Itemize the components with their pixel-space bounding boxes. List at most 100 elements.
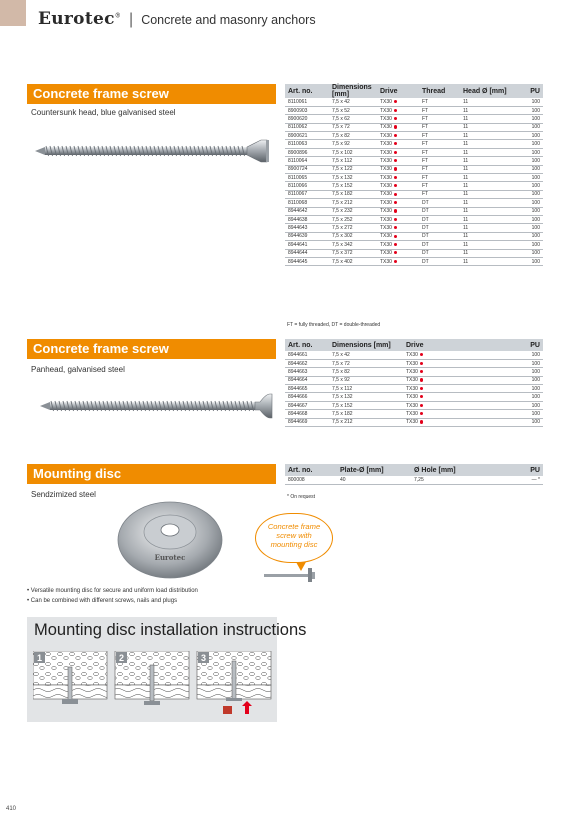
section-subtitle-countersunk: Countersunk head, blue galvanised steel <box>31 108 176 117</box>
table-cell: 7,5 x 212 <box>329 198 377 208</box>
table-cell: 7,5 x 252 <box>329 215 377 225</box>
table-cell: 7,5 x 132 <box>329 392 403 402</box>
table-cell: 7,5 x 92 <box>329 139 377 149</box>
table-cell: 7,5 x 42 <box>329 98 377 107</box>
table-cell: 7,5 x 132 <box>329 173 377 183</box>
table-cell: TX30 <box>403 359 477 369</box>
eurotec-logo: Eurotec® <box>38 9 122 29</box>
table-cell: 7,5 x 152 <box>329 401 403 411</box>
table-cell: DT <box>419 249 460 258</box>
installation-steps-diagram: 1 2 3 <box>33 651 272 714</box>
table-cell: 11 <box>460 198 515 208</box>
col-hole-diameter: Ø Hole [mm] <box>411 464 493 476</box>
countersunk-product-table: Art. no. Dimensions [mm] Drive Thread He… <box>285 84 543 267</box>
table-cell: DT <box>419 257 460 267</box>
table-cell: 8944663 <box>285 367 329 377</box>
table-cell: 100 <box>477 384 543 394</box>
section-subtitle-panhead: Panhead, galvanised steel <box>31 365 125 374</box>
table-cell: 11 <box>460 249 515 258</box>
table-cell: FT <box>419 106 460 116</box>
table-cell: 11 <box>460 257 515 267</box>
drive-indicator-icon <box>393 125 398 129</box>
table-cell: DT <box>419 215 460 225</box>
table-cell: 8944667 <box>285 401 329 411</box>
drive-indicator-icon <box>419 370 424 374</box>
table-cell: 100 <box>515 181 543 191</box>
table-cell: FT <box>419 165 460 175</box>
table-cell: 8944668 <box>285 409 329 419</box>
drive-indicator-icon <box>419 395 424 399</box>
panhead-screw-image <box>40 393 273 419</box>
table-cell: 8900724 <box>285 165 329 175</box>
table-cell: 100 <box>477 392 543 402</box>
table-cell: 11 <box>460 139 515 149</box>
table-cell: 800008 <box>285 476 337 485</box>
table-cell: 8110065 <box>285 173 329 183</box>
table-cell: 100 <box>515 139 543 149</box>
table-cell: 8944669 <box>285 418 329 428</box>
drive-indicator-icon <box>393 192 398 196</box>
col-head-diameter: Head Ø [mm] <box>460 84 515 98</box>
table-cell: 8944664 <box>285 376 329 386</box>
table-cell: 100 <box>515 106 543 116</box>
table-cell: TX30 <box>403 384 477 394</box>
table-cell: FT <box>419 98 460 107</box>
page-header: Eurotec® | Concrete and masonry anchors <box>38 9 316 29</box>
table-cell: 8944642 <box>285 207 329 216</box>
table-cell: 11 <box>460 114 515 124</box>
table-cell: 11 <box>460 223 515 233</box>
table-cell: 11 <box>460 148 515 158</box>
drive-indicator-icon <box>393 226 398 230</box>
table-cell: 100 <box>477 351 543 360</box>
thread-legend-note: FT = fully threaded, DT = double-threade… <box>287 322 381 328</box>
table-cell: 8900621 <box>285 131 329 141</box>
table-cell: 7,5 x 272 <box>329 223 377 233</box>
table-cell: DT <box>419 240 460 250</box>
table-cell: 7,5 x 372 <box>329 249 377 258</box>
drive-indicator-icon <box>419 420 424 424</box>
table-cell: 7,5 x 302 <box>329 232 377 242</box>
table-cell: TX30 <box>403 409 477 419</box>
table-cell: 11 <box>460 173 515 183</box>
table-cell: 7,5 x 212 <box>329 418 403 428</box>
col-art-no: Art. no. <box>285 339 329 351</box>
table-cell: 100 <box>515 123 543 133</box>
col-art-no: Art. no. <box>285 464 337 476</box>
drive-indicator-icon <box>393 184 398 188</box>
table-cell: 7,25 <box>411 476 493 485</box>
col-thread: Thread <box>419 84 460 98</box>
table-cell: TX30 <box>377 123 419 133</box>
table-cell: 8944661 <box>285 351 329 360</box>
table-cell: 11 <box>460 240 515 250</box>
page-corner-tab <box>0 0 26 26</box>
drive-indicator-icon <box>419 403 424 407</box>
feature-item: Versatile mounting disc for secure and u… <box>27 586 198 596</box>
table-cell: TX30 <box>377 223 419 233</box>
table-cell: 8110068 <box>285 198 329 208</box>
table-cell: 11 <box>460 123 515 133</box>
table-cell: 7,5 x 232 <box>329 207 377 216</box>
table-cell: 7,5 x 182 <box>329 190 377 200</box>
table-cell: TX30 <box>403 418 477 428</box>
table-cell: 11 <box>460 232 515 242</box>
drive-indicator-icon <box>393 209 398 213</box>
table-cell: 11 <box>460 215 515 225</box>
table-cell: TX30 <box>377 215 419 225</box>
drive-indicator-icon <box>419 412 424 416</box>
table-cell: 7,5 x 92 <box>329 376 403 386</box>
table-cell: 100 <box>515 232 543 242</box>
table-cell: 11 <box>460 131 515 141</box>
table-cell: FT <box>419 139 460 149</box>
drive-indicator-icon <box>393 251 398 255</box>
drive-indicator-icon <box>419 386 424 391</box>
table-cell: TX30 <box>403 392 477 402</box>
table-cell: 7,5 x 342 <box>329 240 377 250</box>
table-cell: 11 <box>460 98 515 107</box>
